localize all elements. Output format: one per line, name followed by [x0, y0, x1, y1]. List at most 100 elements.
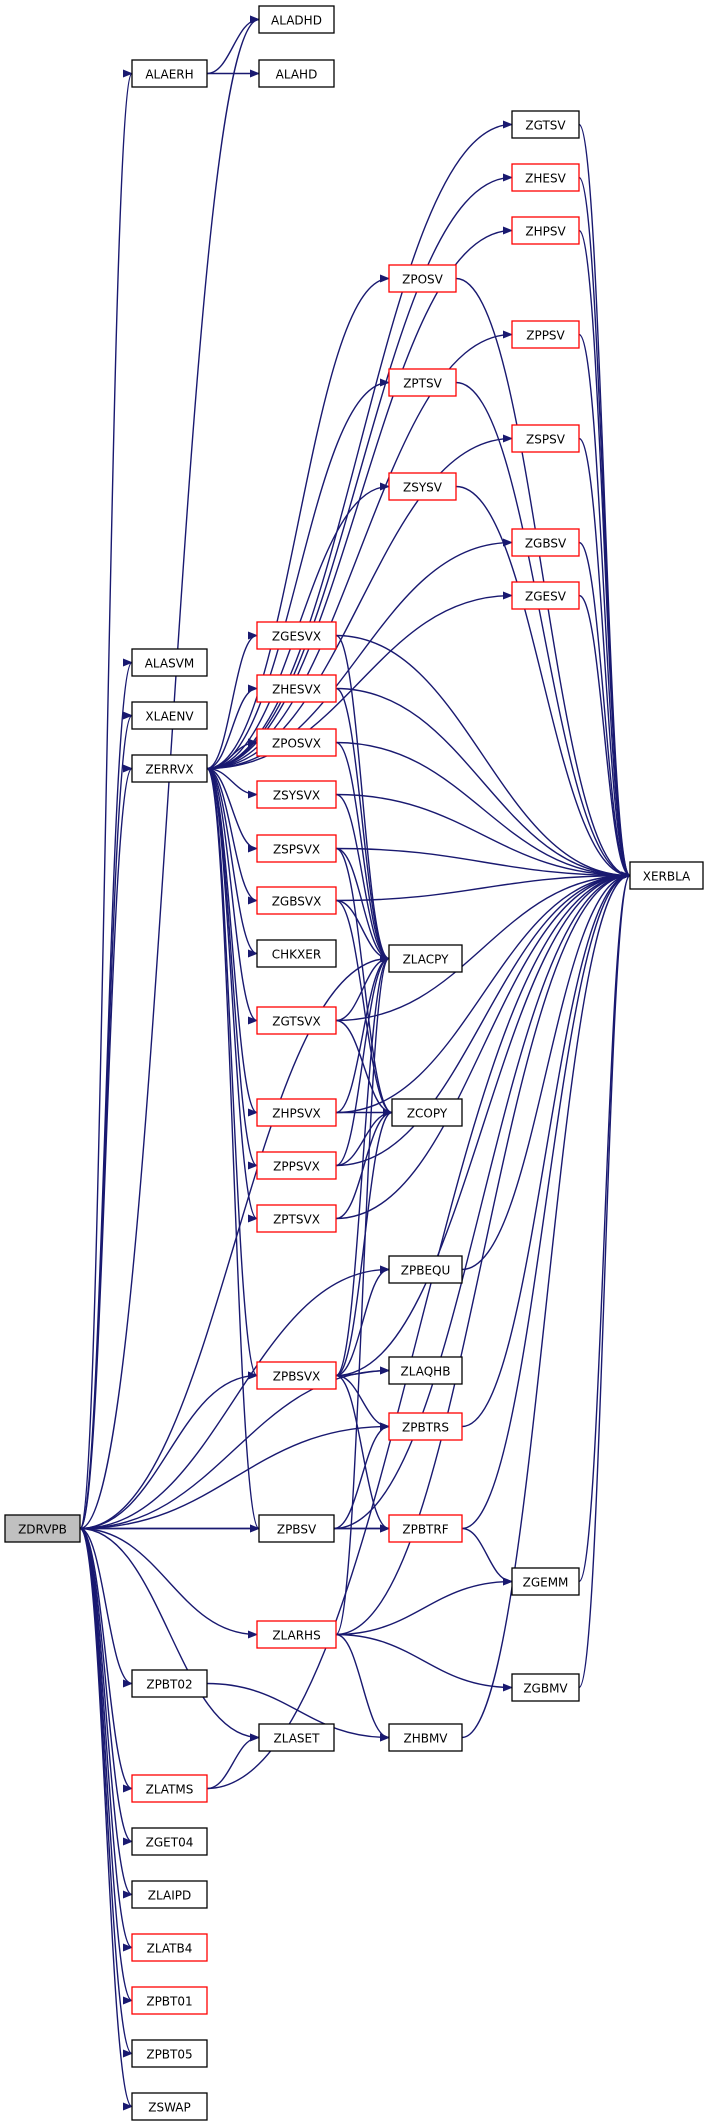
- node-box-zgesvx[interactable]: [256, 621, 337, 650]
- node-zpbsv[interactable]: ZPBSV: [258, 1514, 335, 1543]
- node-box-zposvx[interactable]: [256, 728, 337, 757]
- node-zpbtrf[interactable]: ZPBTRF: [388, 1514, 463, 1543]
- node-box-zptsvx[interactable]: [256, 1204, 337, 1233]
- node-zhesvx[interactable]: ZHESVX: [256, 674, 337, 703]
- node-box-zspsv[interactable]: [511, 424, 580, 453]
- node-box-zpbt01[interactable]: [131, 1986, 208, 2015]
- node-box-zspsvx[interactable]: [256, 834, 337, 863]
- node-box-zlaipd[interactable]: [131, 1880, 208, 1909]
- node-box-zgbmv[interactable]: [511, 1673, 580, 1702]
- node-zpbequ[interactable]: ZPBEQU: [388, 1255, 463, 1284]
- node-zgbsv[interactable]: ZGBSV: [511, 528, 580, 557]
- node-zptsv[interactable]: ZPTSV: [388, 368, 457, 397]
- node-box-zlaqhb[interactable]: [388, 1356, 463, 1385]
- node-box-aladhd[interactable]: [258, 5, 335, 34]
- node-box-zlarhs[interactable]: [256, 1620, 337, 1649]
- node-box-zpbt02[interactable]: [131, 1669, 208, 1698]
- node-zlatb4[interactable]: ZLATB4: [131, 1933, 208, 1962]
- node-zgtsv[interactable]: ZGTSV: [511, 110, 580, 139]
- node-box-zswap[interactable]: [131, 2092, 208, 2121]
- node-zgbsvx[interactable]: ZGBSVX: [256, 886, 337, 915]
- node-box-zlaset[interactable]: [258, 1723, 335, 1752]
- node-box-zerrvx[interactable]: [131, 754, 208, 783]
- node-zposvx[interactable]: ZPOSVX: [256, 728, 337, 757]
- node-box-zhpsvx[interactable]: [256, 1098, 337, 1127]
- node-zgtsvx[interactable]: ZGTSVX: [256, 1006, 337, 1035]
- node-box-zdrvpb[interactable]: [4, 1514, 81, 1543]
- node-zposv[interactable]: ZPOSV: [388, 264, 457, 293]
- node-zpbt02[interactable]: ZPBT02: [131, 1669, 208, 1698]
- node-box-zlatms[interactable]: [131, 1774, 208, 1803]
- node-zget04[interactable]: ZGET04: [131, 1827, 208, 1856]
- node-zppsv[interactable]: ZPPSV: [511, 320, 580, 349]
- node-box-alahd[interactable]: [258, 59, 335, 88]
- node-box-zsysvx[interactable]: [256, 780, 337, 809]
- node-zgemm[interactable]: ZGEMM: [511, 1567, 580, 1596]
- node-box-zpbequ[interactable]: [388, 1255, 463, 1284]
- node-alasvm[interactable]: ALASVM: [131, 648, 208, 677]
- node-zpbt05[interactable]: ZPBT05: [131, 2039, 208, 2068]
- node-box-zpbsv[interactable]: [258, 1514, 335, 1543]
- node-box-zpbsvx[interactable]: [256, 1361, 337, 1390]
- node-box-zhbmv[interactable]: [388, 1723, 463, 1752]
- node-box-zpbtrf[interactable]: [388, 1514, 463, 1543]
- node-zgesv[interactable]: ZGESV: [511, 581, 580, 610]
- node-box-zhesvx[interactable]: [256, 674, 337, 703]
- node-zspsvx[interactable]: ZSPSVX: [256, 834, 337, 863]
- node-zlaipd[interactable]: ZLAIPD: [131, 1880, 208, 1909]
- node-box-zcopy[interactable]: [391, 1098, 463, 1127]
- node-alaerh[interactable]: ALAERH: [131, 59, 208, 88]
- node-zhpsvx[interactable]: ZHPSVX: [256, 1098, 337, 1127]
- node-zptsvx[interactable]: ZPTSVX: [256, 1204, 337, 1233]
- node-zhesv[interactable]: ZHESV: [511, 163, 580, 192]
- node-box-zppsvx[interactable]: [256, 1151, 337, 1180]
- node-zpbt01[interactable]: ZPBT01: [131, 1986, 208, 2015]
- node-box-zptsv[interactable]: [388, 368, 457, 397]
- node-box-alasvm[interactable]: [131, 648, 208, 677]
- node-box-zgtsvx[interactable]: [256, 1006, 337, 1035]
- node-zlarhs[interactable]: ZLARHS: [256, 1620, 337, 1649]
- node-box-alaerh[interactable]: [131, 59, 208, 88]
- node-box-zlacpy[interactable]: [388, 944, 463, 973]
- node-zerrvx[interactable]: ZERRVX: [131, 754, 208, 783]
- node-box-zgtsv[interactable]: [511, 110, 580, 139]
- node-alahd[interactable]: ALAHD: [258, 59, 335, 88]
- node-box-zpbt05[interactable]: [131, 2039, 208, 2068]
- node-zlaqhb[interactable]: ZLAQHB: [388, 1356, 463, 1385]
- node-chkxer[interactable]: CHKXER: [256, 939, 337, 968]
- node-zhpsv[interactable]: ZHPSV: [511, 216, 580, 245]
- node-zgesvx[interactable]: ZGESVX: [256, 621, 337, 650]
- node-box-zpbtrs[interactable]: [388, 1412, 463, 1441]
- node-zppsvx[interactable]: ZPPSVX: [256, 1151, 337, 1180]
- node-box-xlaenv[interactable]: [131, 701, 208, 730]
- node-zlatms[interactable]: ZLATMS: [131, 1774, 208, 1803]
- node-zdrvpb[interactable]: ZDRVPB: [4, 1514, 81, 1543]
- node-zpbsvx[interactable]: ZPBSVX: [256, 1361, 337, 1390]
- node-box-xerbla[interactable]: [629, 861, 704, 890]
- node-box-zgemm[interactable]: [511, 1567, 580, 1596]
- node-box-zget04[interactable]: [131, 1827, 208, 1856]
- node-box-zposv[interactable]: [388, 264, 457, 293]
- node-zsysvx[interactable]: ZSYSVX: [256, 780, 337, 809]
- node-box-zgesv[interactable]: [511, 581, 580, 610]
- node-zcopy[interactable]: ZCOPY: [391, 1098, 463, 1127]
- node-box-zhpsv[interactable]: [511, 216, 580, 245]
- node-zlacpy[interactable]: ZLACPY: [388, 944, 463, 973]
- node-zsysv[interactable]: ZSYSV: [388, 472, 457, 501]
- node-xlaenv[interactable]: XLAENV: [131, 701, 208, 730]
- node-box-zgbsv[interactable]: [511, 528, 580, 557]
- node-box-zppsv[interactable]: [511, 320, 580, 349]
- node-box-zlatb4[interactable]: [131, 1933, 208, 1962]
- node-zlaset[interactable]: ZLASET: [258, 1723, 335, 1752]
- node-zswap[interactable]: ZSWAP: [131, 2092, 208, 2121]
- node-zspsv[interactable]: ZSPSV: [511, 424, 580, 453]
- node-box-zhesv[interactable]: [511, 163, 580, 192]
- node-zgbmv[interactable]: ZGBMV: [511, 1673, 580, 1702]
- node-zpbtrs[interactable]: ZPBTRS: [388, 1412, 463, 1441]
- node-box-chkxer[interactable]: [256, 939, 337, 968]
- node-zhbmv[interactable]: ZHBMV: [388, 1723, 463, 1752]
- node-aladhd[interactable]: ALADHD: [258, 5, 335, 34]
- node-box-zsysv[interactable]: [388, 472, 457, 501]
- node-box-zgbsvx[interactable]: [256, 886, 337, 915]
- node-xerbla[interactable]: XERBLA: [629, 861, 704, 890]
